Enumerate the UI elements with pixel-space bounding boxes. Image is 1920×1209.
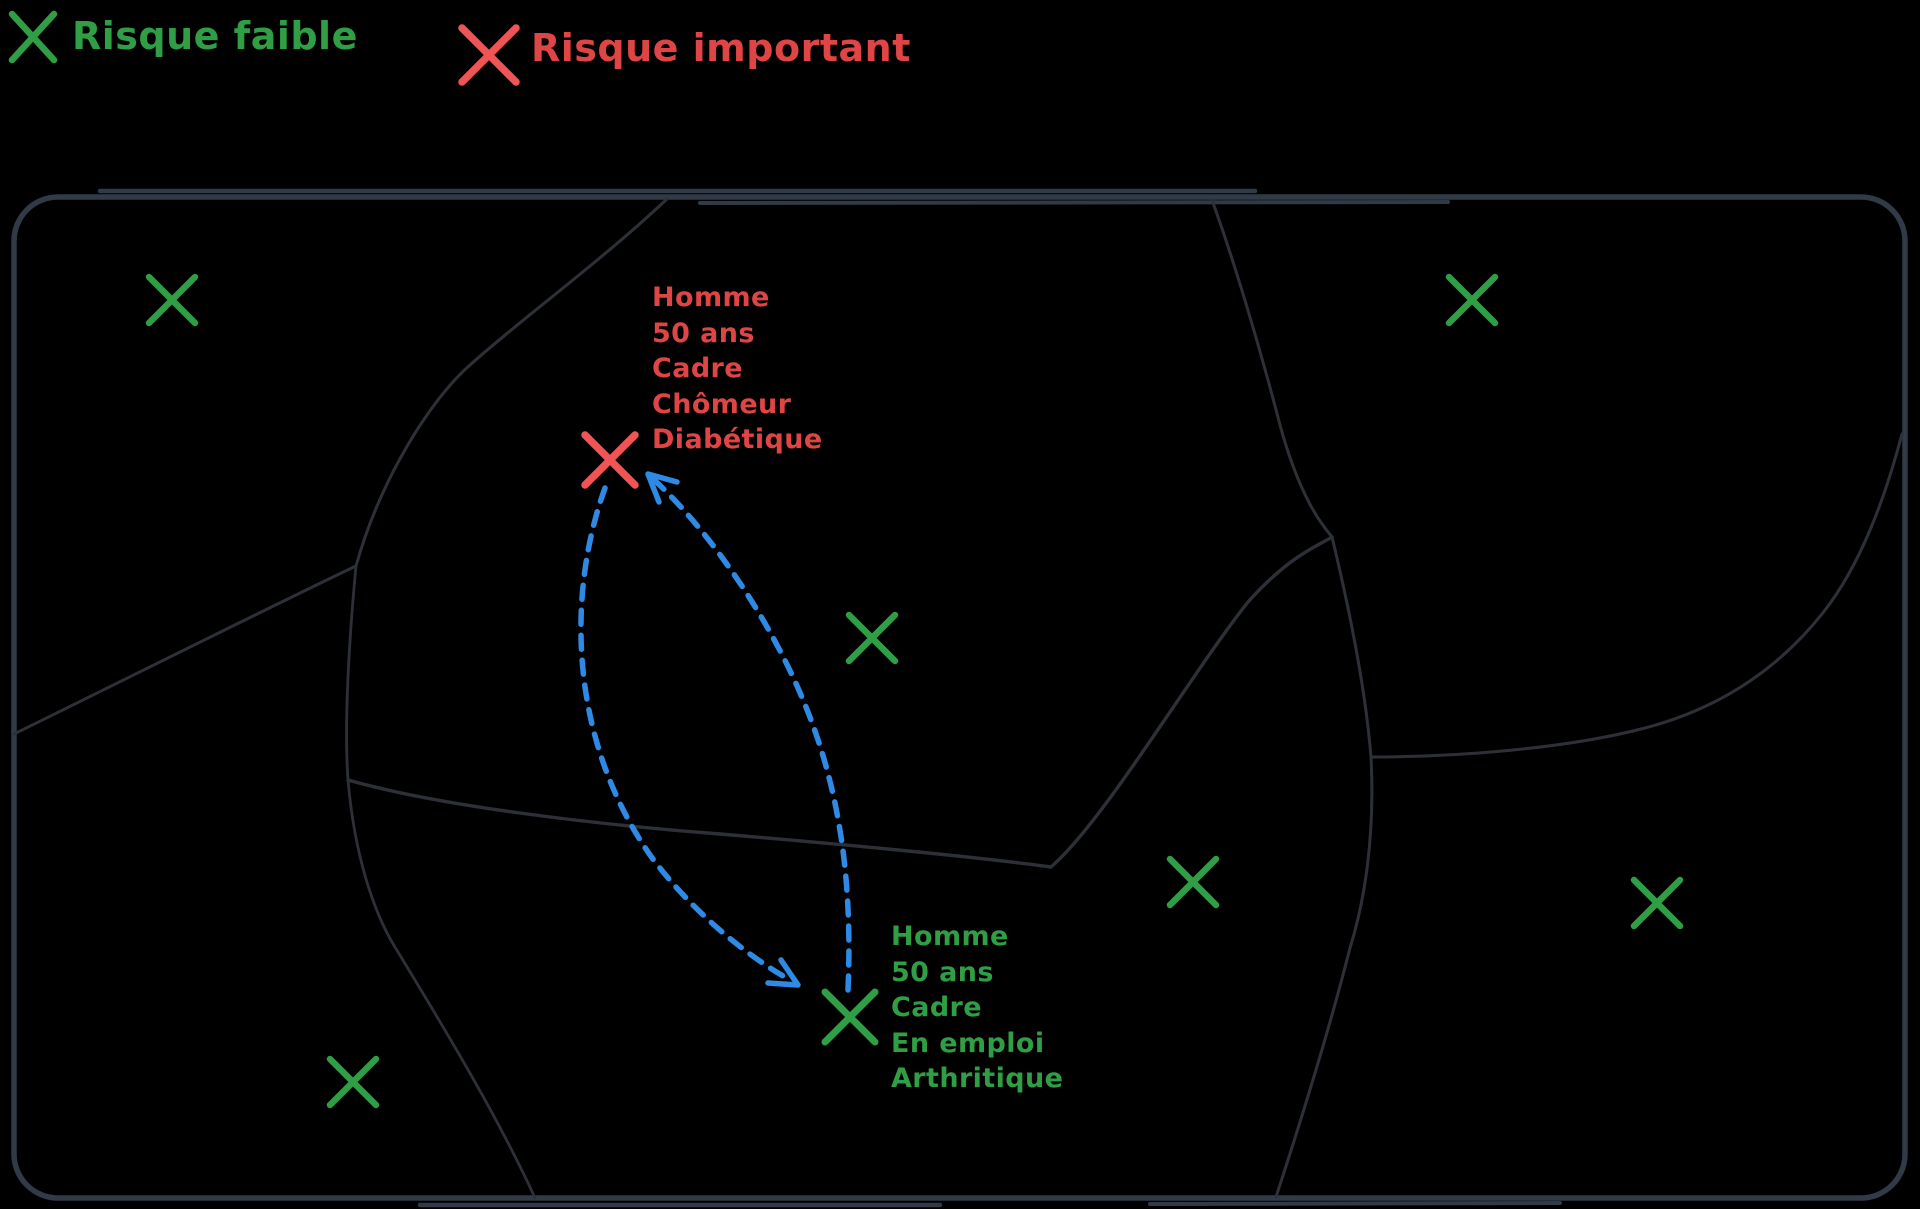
legend-low-risk-label: Risque faible bbox=[72, 14, 358, 58]
low-risk-marker-icon-5 bbox=[1630, 876, 1684, 930]
profile-line: Diabétique bbox=[652, 424, 823, 455]
profile-line: Chômeur bbox=[652, 388, 792, 420]
high-risk-profile-label: Homme 50 ans Cadre Chômeur Diabétique bbox=[652, 280, 823, 458]
region-line-diagonal-lower bbox=[12, 564, 358, 736]
region-line-diagonal-upper bbox=[354, 197, 669, 568]
low-risk-subject-marker-icon bbox=[821, 988, 879, 1046]
region-line-right-curve bbox=[1369, 432, 1904, 759]
arrowhead-down-icon bbox=[765, 957, 801, 988]
region-line-middle-horizontal bbox=[346, 535, 1334, 869]
profile-line: Homme bbox=[652, 282, 770, 313]
region-line-left-vertical bbox=[345, 564, 537, 1200]
profile-line: Homme bbox=[891, 921, 1009, 952]
legend-icons bbox=[8, 10, 520, 86]
legend-low-risk-x-icon bbox=[8, 10, 58, 64]
low-risk-marker-icon-3 bbox=[845, 611, 899, 665]
legend: Risque faible Risque important bbox=[0, 0, 1920, 120]
arrow-high-to-low bbox=[578, 485, 793, 983]
map-frame-overdraw-bottom-2 bbox=[1148, 1201, 1562, 1206]
profile-line: En emploi bbox=[891, 1027, 1045, 1059]
legend-high-risk-x-icon bbox=[458, 24, 520, 86]
low-risk-marker-icon-1 bbox=[145, 273, 199, 327]
arrowhead-up-icon bbox=[645, 471, 680, 505]
profile-line: Arthritique bbox=[891, 1063, 1064, 1094]
profile-line: 50 ans bbox=[652, 317, 755, 349]
profile-line: Cadre bbox=[891, 992, 982, 1023]
high-risk-subject-marker-icon bbox=[581, 431, 639, 489]
low-risk-marker-icon-2 bbox=[1445, 273, 1499, 327]
profile-line: Cadre bbox=[652, 353, 743, 384]
region-boundaries bbox=[12, 197, 1904, 1200]
map-frame bbox=[11, 188, 1908, 1208]
transition-arrows bbox=[578, 471, 852, 993]
map-frame-overdraw-top-2 bbox=[698, 200, 1450, 205]
risk-markers bbox=[145, 273, 1684, 1109]
legend-high-risk-label: Risque important bbox=[531, 26, 911, 70]
region-line-right-vertical bbox=[1210, 198, 1374, 1199]
low-risk-marker-icon-6 bbox=[326, 1055, 380, 1109]
arrow-low-to-high bbox=[649, 475, 852, 993]
low-risk-profile-label: Homme 50 ans Cadre En emploi Arthritique bbox=[891, 919, 1063, 1097]
low-risk-marker-icon-4 bbox=[1166, 855, 1220, 909]
profile-line: 50 ans bbox=[891, 956, 994, 988]
map-frame-rect bbox=[11, 194, 1908, 1201]
